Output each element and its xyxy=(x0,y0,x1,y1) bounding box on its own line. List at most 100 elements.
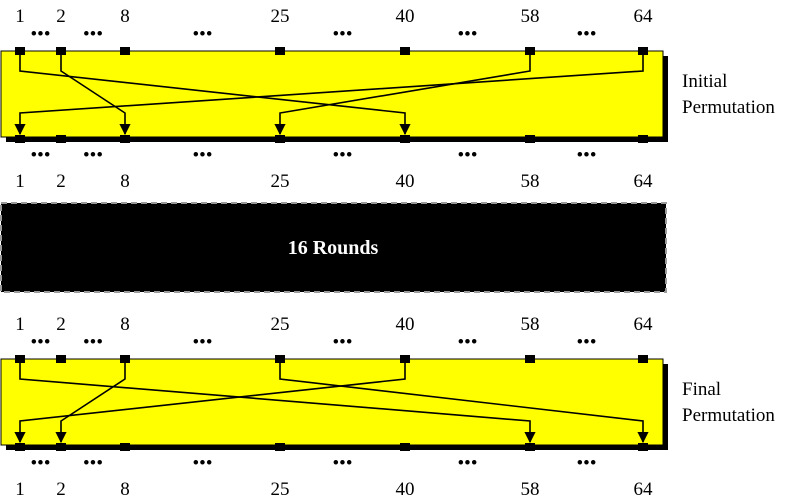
final-input-label-40: 40 xyxy=(396,314,415,335)
final-input-ellipses: •••••••••••••••••• xyxy=(31,332,597,353)
final-output-label-64: 64 xyxy=(634,479,654,500)
initial-input-ellipsis: ••• xyxy=(333,24,353,45)
rounds-block: 16 Rounds xyxy=(0,202,667,293)
final-input-pins xyxy=(15,355,648,363)
initial-input-pin-58 xyxy=(525,47,535,55)
final-output-ellipsis: ••• xyxy=(83,453,103,474)
initial-output-ellipsis: ••• xyxy=(458,145,478,166)
final-permutation-wires xyxy=(14,363,649,444)
initial-input-pin-2 xyxy=(56,47,66,55)
initial-output-pin-2 xyxy=(56,135,66,143)
final-input-label-58: 58 xyxy=(521,314,540,335)
final-input-ellipsis: ••• xyxy=(193,332,213,353)
initial-input-label-40: 40 xyxy=(396,6,415,27)
initial-output-ellipsis: ••• xyxy=(193,145,213,166)
initial-output-ellipsis: ••• xyxy=(83,145,103,166)
initial-wire-58-to-25 xyxy=(274,55,531,136)
final-wire-1-to-58 xyxy=(19,363,536,444)
final-label-line2: Permutation xyxy=(682,405,775,426)
initial-label-line1: Initial xyxy=(682,71,727,92)
final-output-pin-25 xyxy=(275,443,285,451)
final-input-label-1: 1 xyxy=(15,314,25,335)
initial-output-pin-25 xyxy=(275,135,285,143)
initial-output-pin-1 xyxy=(15,135,25,143)
initial-output-pin-64 xyxy=(638,135,648,143)
initial-output-ellipsis: ••• xyxy=(31,145,51,166)
initial-box xyxy=(0,50,664,138)
initial-output-pin-58 xyxy=(525,135,535,143)
final-output-label-25: 25 xyxy=(271,479,290,500)
final-output-pin-58 xyxy=(525,443,535,451)
initial-input-ellipsis: ••• xyxy=(458,24,478,45)
initial-output-ellipses: •••••••••••••••••• xyxy=(31,145,597,166)
initial-output-label-8: 8 xyxy=(120,171,130,192)
initial-input-ellipsis: ••• xyxy=(83,24,103,45)
final-input-pin-40 xyxy=(400,355,410,363)
final-output-pin-40 xyxy=(400,443,410,451)
final-input-label-25: 25 xyxy=(271,314,290,335)
final-wire-25-to-64 xyxy=(279,363,649,444)
initial-input-pin-1 xyxy=(15,47,25,55)
initial-input-pins xyxy=(15,47,648,55)
final-input-pin-64 xyxy=(638,355,648,363)
initial-output-label-58: 58 xyxy=(521,171,540,192)
final-input-pin-2 xyxy=(56,355,66,363)
final-input-labels: 1 2 8 25 40 58 64 xyxy=(15,314,653,335)
final-output-label-58: 58 xyxy=(521,479,540,500)
final-output-label-40: 40 xyxy=(396,479,415,500)
final-label-line1: Final xyxy=(682,379,721,400)
initial-permutation-block: 1 2 8 25 40 58 64 ••• ••• ••• ••• ••• ••• ••• ••• •••… xyxy=(0,6,775,192)
final-input-pin-58 xyxy=(525,355,535,363)
initial-output-label-40: 40 xyxy=(396,171,415,192)
final-input-label-2: 2 xyxy=(56,314,66,335)
final-output-label-8: 8 xyxy=(120,479,130,500)
initial-input-ellipses: •••••••••••••••••• xyxy=(31,24,597,45)
final-wire-40-to-1 xyxy=(14,363,406,444)
final-output-ellipsis: ••• xyxy=(193,453,213,474)
rounds-label: 16 Rounds xyxy=(288,237,379,259)
final-input-ellipsis: ••• xyxy=(577,332,597,353)
final-wire-8-to-2 xyxy=(55,363,126,444)
initial-input-ellipsis: ••• xyxy=(193,24,213,45)
initial-input-label-8: 8 xyxy=(120,6,130,27)
initial-input-label-1: 1 xyxy=(15,6,25,27)
final-output-ellipsis: ••• xyxy=(458,453,478,474)
final-input-ellipsis: ••• xyxy=(31,332,51,353)
final-output-pin-64 xyxy=(638,443,648,451)
initial-input-label-64: 64 xyxy=(634,6,654,27)
initial-input-label-58: 58 xyxy=(521,6,540,27)
final-input-ellipsis: ••• xyxy=(333,332,353,353)
final-input-ellipsis: ••• xyxy=(83,332,103,353)
final-input-label-64: 64 xyxy=(634,314,654,335)
final-output-pin-1 xyxy=(15,443,25,451)
final-output-pins xyxy=(15,443,648,451)
initial-output-pins xyxy=(15,135,648,143)
initial-output-label-25: 25 xyxy=(271,171,290,192)
initial-output-label-1: 1 xyxy=(15,171,25,192)
final-input-label-8: 8 xyxy=(120,314,130,335)
final-output-ellipsis: ••• xyxy=(577,453,597,474)
initial-permutation-wires xyxy=(14,55,644,136)
initial-wire-2-to-8 xyxy=(60,55,131,136)
initial-input-label-25: 25 xyxy=(271,6,290,27)
rounds-box xyxy=(0,202,667,293)
initial-input-ellipsis: ••• xyxy=(31,24,51,45)
initial-input-label-2: 2 xyxy=(56,6,66,27)
final-box xyxy=(0,358,664,446)
final-permutation-block: 1 2 8 25 40 58 64 ••• ••• ••• ••• ••• ••• ••• ••• •••… xyxy=(0,314,775,500)
final-input-pin-25 xyxy=(275,355,285,363)
final-output-pin-8 xyxy=(120,443,130,451)
initial-output-ellipsis: ••• xyxy=(333,145,353,166)
final-output-label-2: 2 xyxy=(56,479,66,500)
initial-output-label-64: 64 xyxy=(634,171,654,192)
final-output-ellipsis: ••• xyxy=(333,453,353,474)
initial-output-pin-8 xyxy=(120,135,130,143)
initial-input-pin-8 xyxy=(120,47,130,55)
initial-input-pin-25 xyxy=(275,47,285,55)
final-input-pin-8 xyxy=(120,355,130,363)
final-output-ellipsis: ••• xyxy=(31,453,51,474)
final-input-pin-1 xyxy=(15,355,25,363)
